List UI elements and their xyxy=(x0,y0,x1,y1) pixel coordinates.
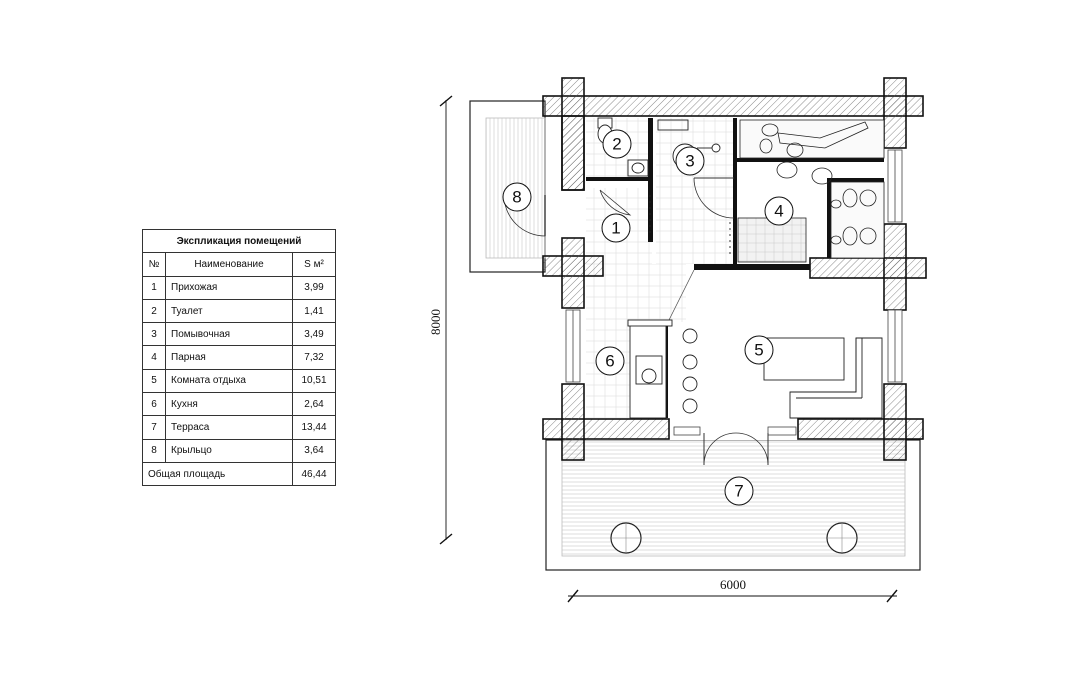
terrace xyxy=(545,439,921,571)
table-icon xyxy=(763,337,845,381)
room-label-6: 6 xyxy=(595,346,625,376)
sink-icon xyxy=(627,159,649,177)
person-figure-icon xyxy=(776,161,833,185)
row-name: Крыльцо xyxy=(165,438,293,463)
person-figure-icon xyxy=(759,121,869,158)
room-label-text: 4 xyxy=(774,202,783,221)
row-name: Кухня xyxy=(165,392,293,417)
room-label-2: 2 xyxy=(602,129,632,159)
sofa-icon xyxy=(789,337,883,419)
doors xyxy=(503,177,769,466)
dimension-height: 8000 xyxy=(428,95,453,545)
row-area: 7,32 xyxy=(292,345,336,370)
room-label-8: 8 xyxy=(502,182,532,212)
room-label-text: 3 xyxy=(685,152,694,171)
room-label-text: 1 xyxy=(611,219,620,238)
room-label-text: 8 xyxy=(512,188,521,207)
row-area: 3,49 xyxy=(292,322,336,347)
table-row: 8 Крыльцо 3,64 xyxy=(142,438,336,463)
table-row: 3 Помывочная 3,49 xyxy=(142,322,336,347)
bar-stools xyxy=(682,328,698,414)
kitchen-counter xyxy=(627,319,673,419)
room-label-text: 6 xyxy=(605,352,614,371)
room-label-text: 7 xyxy=(734,482,743,501)
dimension-width: 6000 xyxy=(567,577,898,603)
row-area: 13,44 xyxy=(292,415,336,440)
row-name: Прихожая xyxy=(165,275,293,300)
person-figure-icon xyxy=(830,188,877,246)
table-row: 4 Парная 7,32 xyxy=(142,345,336,370)
row-area: 1,41 xyxy=(292,298,336,324)
windows xyxy=(565,149,903,436)
room-label-7: 7 xyxy=(724,476,754,506)
room-schedule-table: Экспликация помещений № Наименование S м… xyxy=(142,228,336,487)
row-num: 1 xyxy=(142,275,166,300)
total-label: Общая площадь xyxy=(142,461,293,487)
terrace-column-right xyxy=(826,522,858,554)
room-label-1: 1 xyxy=(601,213,631,243)
room-label-3: 3 xyxy=(675,146,705,176)
room-label-text: 2 xyxy=(612,135,621,154)
room-label-text: 5 xyxy=(754,341,763,360)
room-labels: 1 2 3 4 5 6 7 8 xyxy=(502,129,794,506)
row-num: 5 xyxy=(142,368,166,394)
row-num: 6 xyxy=(142,392,166,417)
terrace-column-left xyxy=(610,522,642,554)
dots-strip xyxy=(649,195,731,256)
total-value: 46,44 xyxy=(292,461,336,487)
table-row: 6 Кухня 2,64 xyxy=(142,392,336,417)
steam-benches xyxy=(737,119,885,263)
room-label-4: 4 xyxy=(764,196,794,226)
log-walls xyxy=(542,77,927,461)
dimension-height-text: 8000 xyxy=(428,309,443,335)
row-area: 10,51 xyxy=(292,368,336,394)
furniture xyxy=(627,319,883,419)
room-label-5: 5 xyxy=(744,335,774,365)
table-row: 5 Комната отдыха 10,51 xyxy=(142,368,336,394)
row-area: 2,64 xyxy=(292,392,336,417)
row-name: Комната отдыха xyxy=(165,368,293,394)
total-row: Общая площадь 46,44 xyxy=(142,461,336,487)
dimension-width-text: 6000 xyxy=(720,577,746,592)
table-row: 2 Туалет 1,41 xyxy=(142,298,336,324)
